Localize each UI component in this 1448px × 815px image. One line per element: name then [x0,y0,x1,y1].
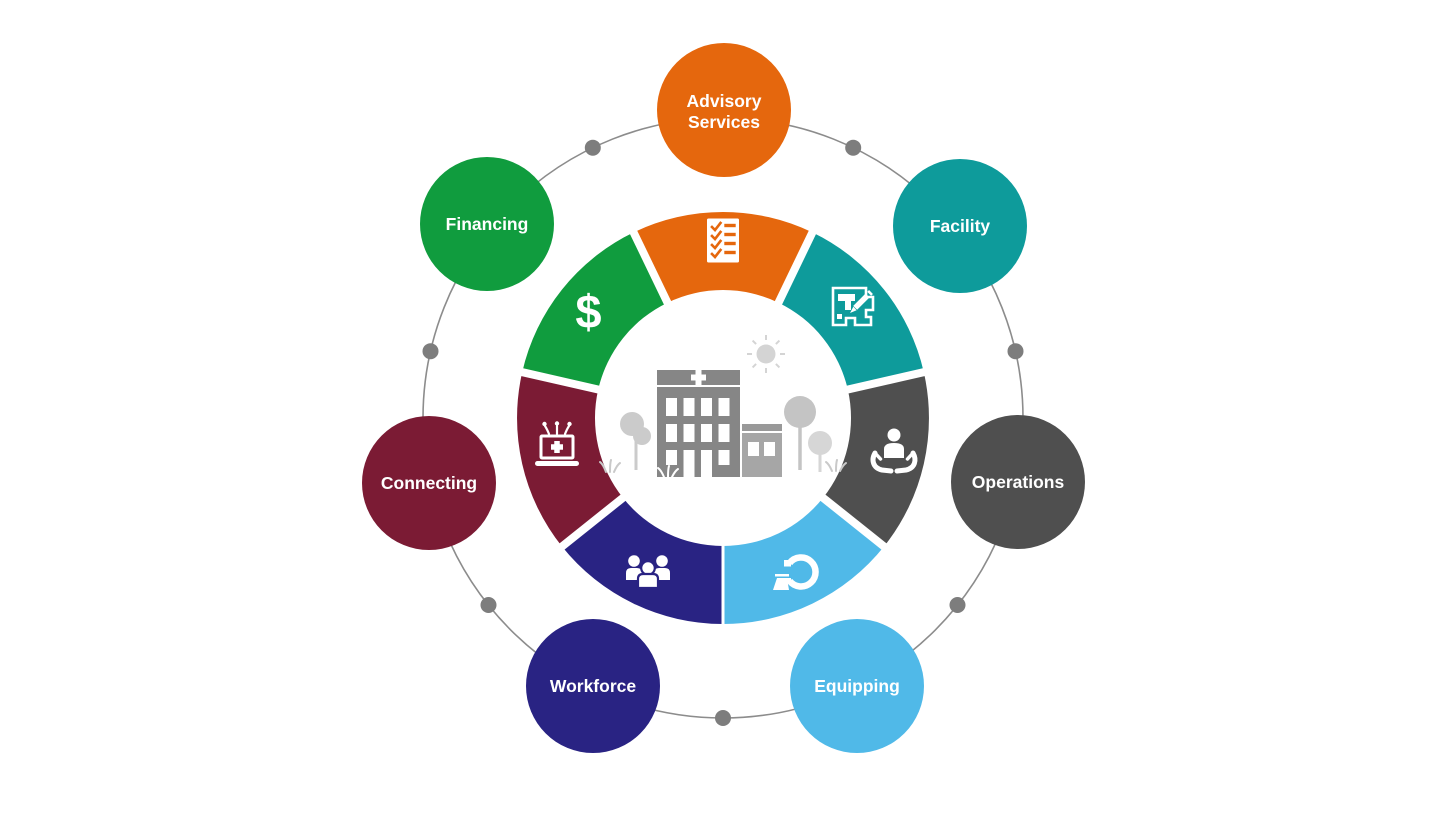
node-label: Connecting [381,473,477,493]
node-label: Facility [930,216,991,236]
node-label: Services [688,112,760,132]
ring-dot [845,139,862,156]
hospital-campus-illustration [599,335,847,478]
segment-dividers [515,225,931,630]
ring-dot [480,597,497,613]
node-connecting: Connecting [362,416,496,550]
medical-cross-icon [691,370,706,385]
node-equipping: Equipping [790,619,924,753]
grass-tufts [599,459,847,478]
c-arm-scanner-icon [773,554,819,590]
pencil-icon [850,290,873,313]
floorplan-pencil-icon [831,286,875,327]
people-group-icon [626,555,670,590]
checklist-icon [707,218,739,263]
tree-left [620,412,651,470]
ring-dot [1007,343,1024,360]
node-operations: Operations [951,415,1085,549]
node-label: Operations [972,472,1065,492]
node-label: Workforce [550,676,636,696]
node-label: Financing [446,214,529,234]
node-financing: Financing [420,157,554,291]
label-nodes: Advisory Services Facility Operations Eq… [362,43,1085,753]
ring-dot [715,710,731,726]
telehealth-laptop-icon [535,421,579,466]
node-advisory-services: Advisory Services [657,43,791,177]
ring-dot [422,343,439,360]
node-label: Equipping [814,676,900,696]
ring-dot [949,597,966,613]
tree-right-large [784,396,816,470]
care-hands-icon [870,428,918,474]
node-workforce: Workforce [526,619,660,753]
sun-icon [747,335,785,373]
medical-cross-icon [551,441,563,453]
ring-segment-workforce [561,497,723,624]
building-windows [666,398,730,477]
ring-segment-operations [823,372,929,547]
node-facility: Facility [893,159,1027,293]
ring-dots [422,139,1024,726]
annex-building [742,424,782,477]
node-label: Advisory [687,91,762,111]
ring-dot [584,139,601,156]
ring-segment-financing [522,232,668,390]
main-hospital-building [657,370,740,477]
dollar-sign-icon: $ [575,285,601,338]
tree-right-small [808,431,832,472]
